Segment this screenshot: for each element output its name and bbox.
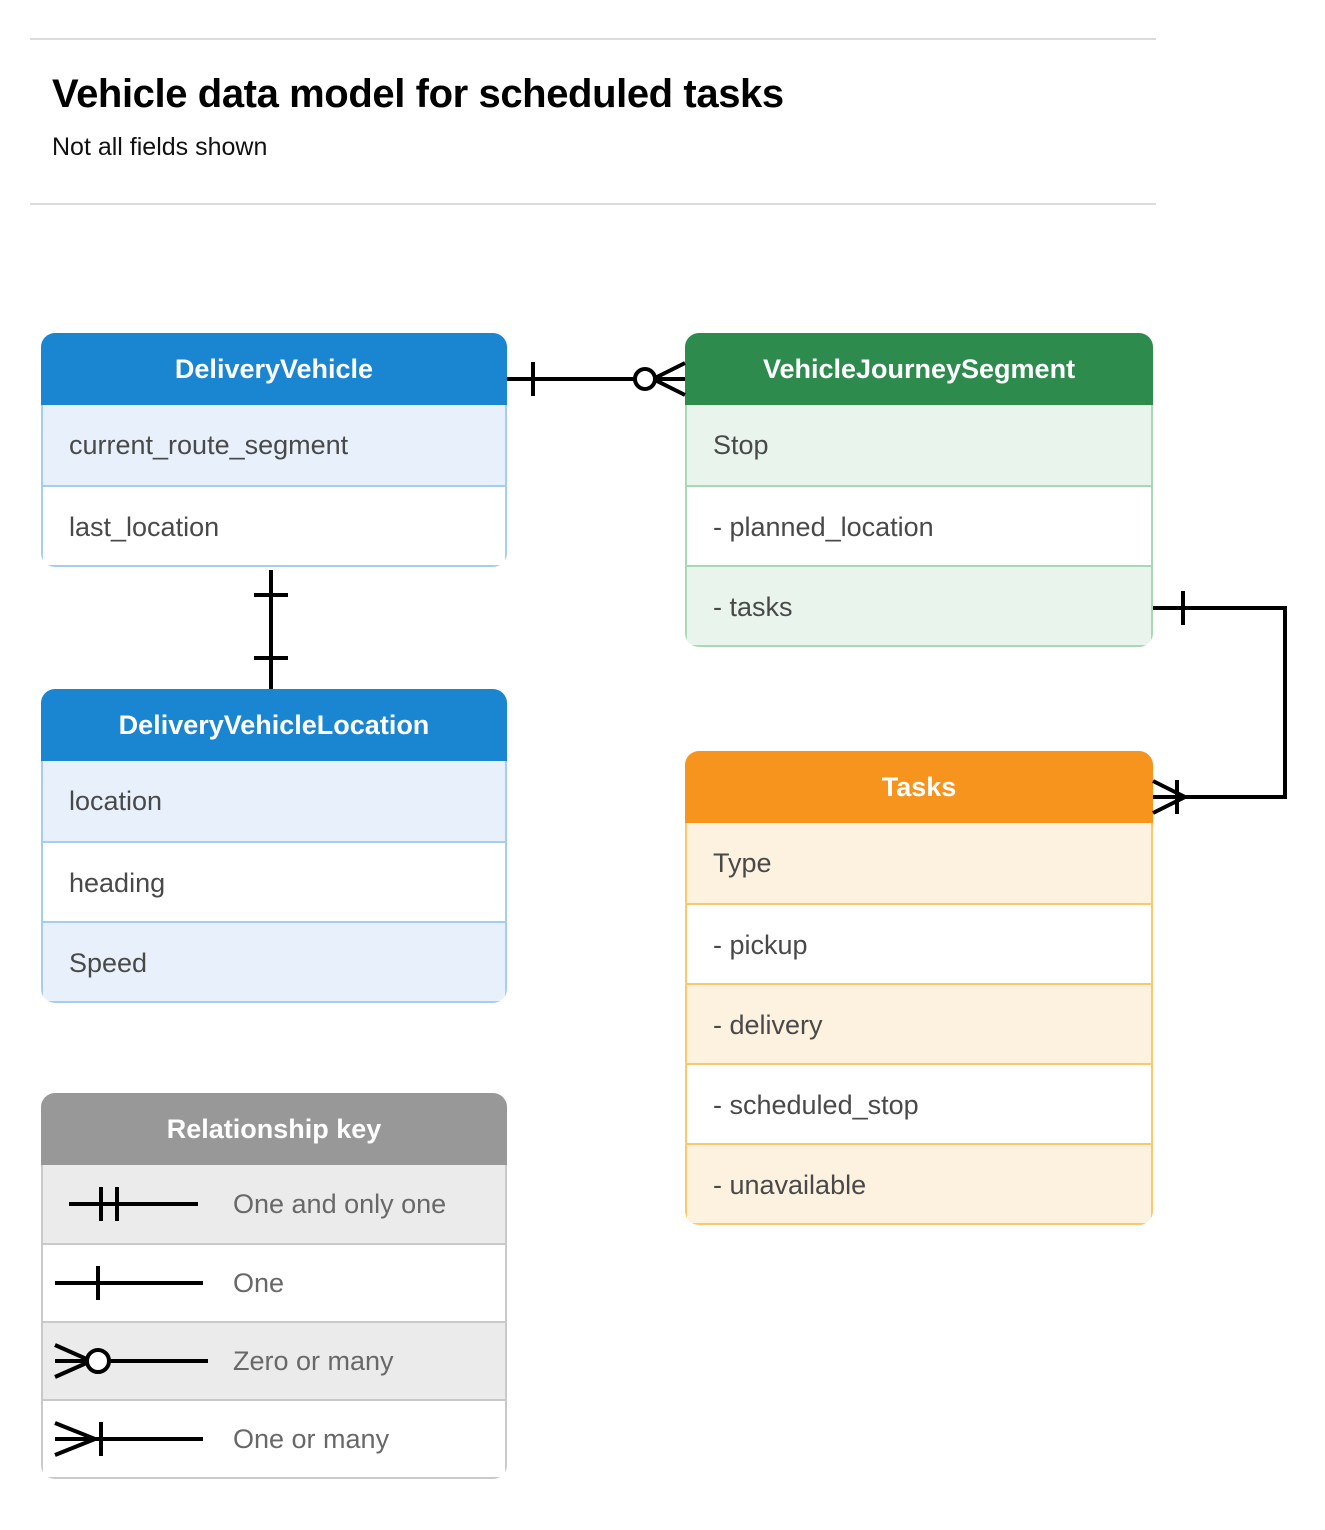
- header-rule-bottom: [30, 203, 1156, 205]
- legend-row-one: One: [43, 1243, 505, 1321]
- entity-field-row: - tasks: [687, 565, 1151, 645]
- header-rule-top: [30, 38, 1156, 40]
- entity-field-row: current_route_segment: [43, 405, 505, 485]
- entity-field-row: - unavailable: [687, 1143, 1151, 1223]
- one-and-only-one-icon: [69, 1187, 198, 1221]
- connector-deliveryvehicle-deliveryvehiclelocation: [254, 570, 288, 689]
- legend-label: One and only one: [233, 1188, 447, 1219]
- page-title: Vehicle data model for scheduled tasks: [52, 72, 784, 116]
- zero-or-many-icon: [54, 1343, 208, 1379]
- entity-title-delivery-vehicle: DeliveryVehicle: [41, 333, 507, 405]
- entity-field-row: Speed: [43, 921, 505, 1001]
- entity-delivery-vehicle[interactable]: DeliveryVehicle current_route_segment la…: [41, 333, 507, 567]
- entity-title-tasks: Tasks: [685, 751, 1153, 823]
- entity-field-row: - scheduled_stop: [687, 1063, 1151, 1143]
- entity-field-row: - delivery: [687, 983, 1151, 1063]
- connector-tasks-relationship: [1152, 591, 1287, 815]
- legend-rows: One and only one One Zero: [41, 1165, 507, 1479]
- entity-field-row: - planned_location: [687, 485, 1151, 565]
- entity-fields-delivery-vehicle: current_route_segment last_location: [41, 405, 507, 567]
- legend-row-one-or-many: One or many: [43, 1399, 505, 1477]
- legend-row-zero-or-many: Zero or many: [43, 1321, 505, 1399]
- entity-fields-vehicle-journey-segment: Stop - planned_location - tasks: [685, 405, 1153, 647]
- entity-fields-delivery-vehicle-location: location heading Speed: [41, 761, 507, 1003]
- legend-label: One: [233, 1267, 285, 1298]
- relationship-key-legend: Relationship key One and only one One: [41, 1093, 507, 1479]
- entity-delivery-vehicle-location[interactable]: DeliveryVehicleLocation location heading…: [41, 689, 507, 1003]
- entity-tasks[interactable]: Tasks Type - pickup - delivery - schedul…: [685, 751, 1153, 1225]
- entity-title-vehicle-journey-segment: VehicleJourneySegment: [685, 333, 1153, 405]
- legend-row-one-and-only-one: One and only one: [43, 1165, 505, 1243]
- entity-field-row: last_location: [43, 485, 505, 565]
- one-or-many-icon: [54, 1421, 203, 1457]
- legend-label: One or many: [233, 1423, 390, 1454]
- entity-title-delivery-vehicle-location: DeliveryVehicleLocation: [41, 689, 507, 761]
- entity-field-row: location: [43, 761, 505, 841]
- legend-label: Zero or many: [233, 1345, 394, 1376]
- page-subtitle: Not all fields shown: [52, 133, 268, 161]
- entity-field-row: Stop: [687, 405, 1151, 485]
- legend-title: Relationship key: [41, 1093, 507, 1165]
- entity-field-row: - pickup: [687, 903, 1151, 983]
- entity-field-row: heading: [43, 841, 505, 921]
- entity-vehicle-journey-segment[interactable]: VehicleJourneySegment Stop - planned_loc…: [685, 333, 1153, 647]
- entity-fields-tasks: Type - pickup - delivery - scheduled_sto…: [685, 823, 1153, 1225]
- entity-field-row: Type: [687, 823, 1151, 903]
- connector-deliveryvehicle-vehiclejourneysegment: [507, 361, 686, 397]
- one-icon: [55, 1266, 203, 1300]
